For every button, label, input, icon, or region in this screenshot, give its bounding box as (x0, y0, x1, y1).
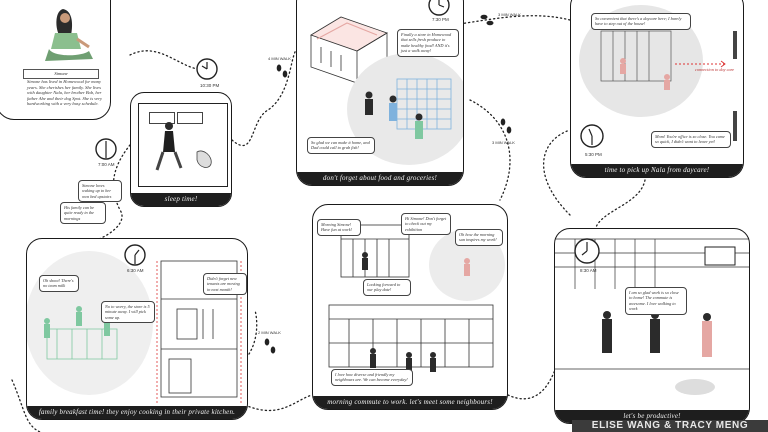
simone-bio: Simone has lived in Homewood for many ye… (27, 79, 103, 107)
breakfast-caption: family breakfast time! they enjoy cookin… (27, 406, 247, 419)
groceries-caption: don't forget about food and groceries! (297, 172, 463, 185)
walk-label-2min: 2 MIN WALK (258, 330, 281, 335)
commute-bubble-4: Looking forward to our play date! (363, 279, 411, 296)
bed-room-plan (138, 103, 228, 187)
footprint-icon (480, 14, 494, 26)
office-illustration (555, 238, 749, 395)
commute-bubble-5: I love how diverse and friendly my neigh… (331, 369, 413, 386)
commute-bubble-3: Oh how the morning sun inspires my work! (455, 229, 503, 246)
daycare-panel: So convenient that there's a daycare her… (570, 0, 744, 178)
footprint-icon (264, 338, 276, 354)
productive-time: 8:30 AM (580, 268, 597, 273)
sleep-caption: sleep time! (131, 193, 231, 206)
walk-label-3min-top: 3 MIN WALK (498, 12, 521, 17)
productive-caption: let's be productive! (555, 410, 749, 423)
breakfast-bubble-1: Oh shoot! There's no team milk (39, 275, 79, 292)
clock-icon (574, 238, 600, 264)
clock-icon (580, 124, 604, 148)
commute-bubble-1: Morning Simone! Have fun at work! (317, 219, 361, 236)
daycare-bubble-2: Mom! You're office is so close. You came… (651, 131, 731, 148)
breakfast-bubble-2: No to worry, the store is 5 minute away.… (101, 301, 155, 324)
sleep-panel: sleep time! (130, 92, 232, 207)
street-illustration (328, 224, 505, 372)
commute-panel: Morning Simone! Have fun at work! Hi Sim… (312, 204, 508, 410)
breakfast-bubble-3: Didn't forget new tenants are moving in … (203, 273, 247, 296)
name-label: Simone (23, 69, 99, 79)
sleep-time: 10:30 PM (200, 83, 220, 88)
footprint-icon (500, 118, 512, 134)
simone-figure (45, 9, 93, 61)
breakfast-panel: Oh shoot! There's no team milk No to wor… (26, 238, 248, 420)
clock-icon (428, 0, 450, 16)
clock-icon (124, 244, 146, 266)
wake-note-2: His family can be quite ready in the mor… (60, 202, 106, 225)
walk-label-3min-right: 3 MIN WALK (492, 140, 515, 145)
store-illustration (310, 16, 463, 165)
walk-label-4min: 4 MIN WALK (268, 56, 291, 61)
clock-icon (95, 138, 117, 160)
daycare-bubble-1: So convenient that there's a daycare her… (591, 13, 691, 30)
daycare-caption: time to pick up Nala from daycare! (571, 164, 743, 177)
groceries-bubble-2: So glad we can make it home, and Dad cou… (307, 137, 375, 154)
groceries-panel: Finally a store in Homewood that sells f… (296, 0, 464, 186)
groceries-bubble-1: Finally a store in Homewood that sells f… (397, 29, 459, 57)
author-credit: ELISE WANG & TRACY MENG (572, 420, 768, 432)
productive-bubble-1: I am so glad work is so close to home! T… (625, 287, 687, 315)
daycare-illustration (579, 5, 737, 141)
commute-caption: morning commute to work. let's meet some… (313, 396, 507, 409)
daycare-time: 5:30 PM (585, 152, 602, 157)
connection-label: connection to day care (695, 67, 735, 72)
wake-time: 7:00 AM (98, 162, 115, 167)
wake-note-1: Simone loves waking up to her own bed up… (78, 180, 122, 203)
groceries-time: 7:30 PM (432, 17, 449, 22)
intro-panel: Simone Simone has lived in Homewood for … (0, 0, 111, 120)
breakfast-time: 6:30 AM (127, 268, 144, 273)
footprint-icon (276, 64, 288, 78)
commute-bubble-2: Hi Simone! Don't forget to check out my … (401, 213, 451, 236)
productive-panel: I am so glad work is so close to home! T… (554, 228, 750, 424)
clock-icon (196, 58, 218, 80)
